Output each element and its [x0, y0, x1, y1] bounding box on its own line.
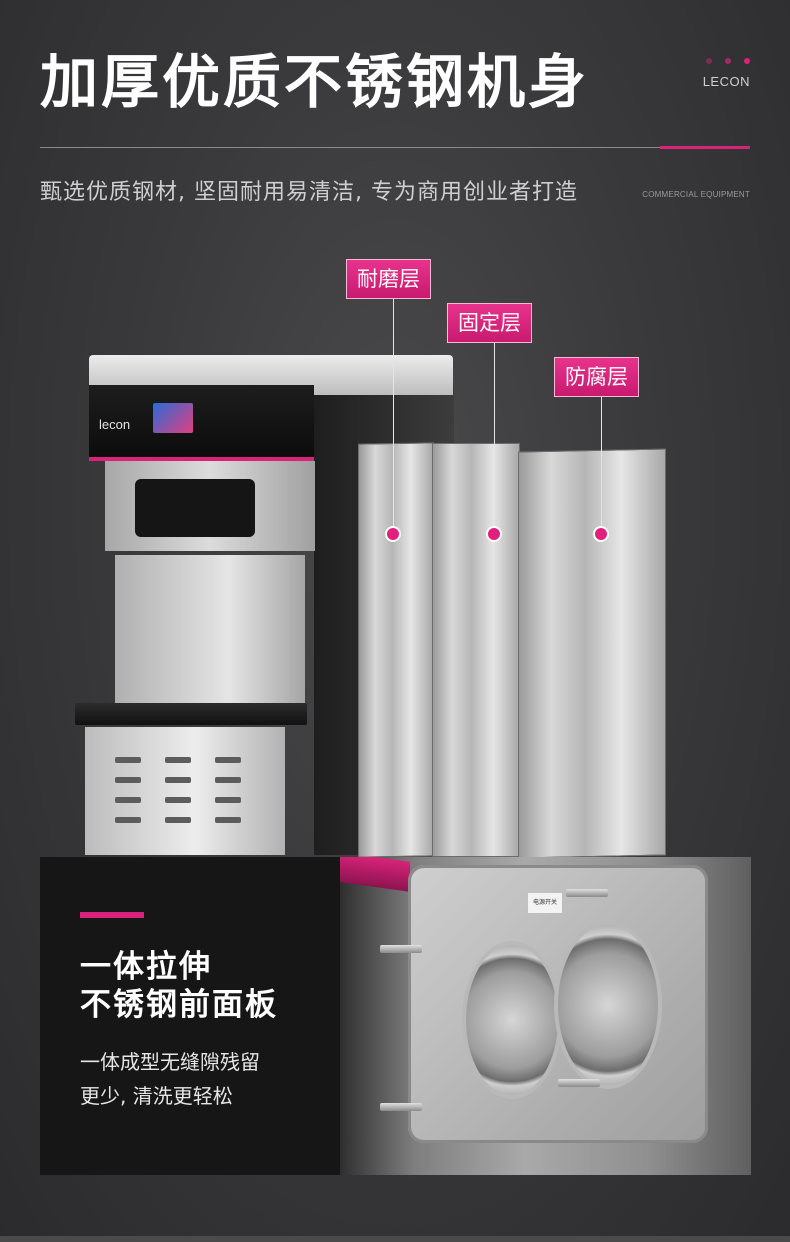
bottom-edge: [0, 1236, 790, 1242]
feature-accent-bar: [80, 912, 144, 918]
header-divider: [40, 147, 750, 148]
leader-line-wear: [393, 299, 394, 527]
front-panel-photo: 电源开关: [340, 857, 751, 1175]
machine-drip-tray: [75, 703, 307, 725]
bolt: [380, 1103, 422, 1111]
vent-slot: [215, 757, 241, 763]
vent-slot: [165, 777, 191, 783]
vent-slot: [115, 757, 141, 763]
marker-dot-fixing: [486, 526, 502, 542]
tag-wear-layer: 耐磨层: [346, 259, 431, 299]
machine-logo: lecon: [99, 417, 131, 432]
marker-dot-wear: [385, 526, 401, 542]
tag-fixing-layer: 固定层: [447, 303, 532, 343]
feature-card: 电源开关 一体拉伸 不锈钢前面板 一体成型无缝隙残留 更少, 清洗更轻松: [40, 857, 751, 1175]
header-divider-accent: [660, 146, 750, 149]
steel-panel-fixing-layer: [432, 443, 520, 857]
power-switch-sticker: 电源开关: [528, 893, 562, 913]
machine-pink-trim: [340, 857, 410, 892]
vent-slot: [115, 777, 141, 783]
vent-slot: [215, 817, 241, 823]
machine-display-screen: [153, 403, 193, 433]
tag-anticorrosion-layer: 防腐层: [554, 357, 639, 397]
bolt: [558, 1079, 600, 1087]
machine-dispenser-valves: [135, 479, 255, 537]
bolt: [566, 889, 608, 897]
machine-cabinet: [85, 727, 285, 855]
brand-dots: [706, 58, 750, 68]
steel-panel-wear-layer: [358, 442, 434, 858]
bolt: [380, 945, 422, 953]
brand-logo-text: LECON: [702, 74, 750, 89]
vent-slot: [215, 797, 241, 803]
machine-lower-panel: [115, 555, 305, 705]
marker-dot-anticorrosion: [593, 526, 609, 542]
vent-slot: [165, 817, 191, 823]
page-title: 加厚优质不锈钢机身: [40, 48, 590, 116]
page-subtitle: 甄选优质钢材, 坚固耐用易清洁, 专为商用创业者打造: [40, 180, 578, 205]
leader-line-fixing: [494, 343, 495, 527]
freezing-cylinder-porthole-right: [558, 925, 658, 1085]
subtitle-english: COMMERCIAL EQUIPMENT: [642, 190, 750, 199]
steel-panel-anticorrosion-layer: [518, 448, 666, 859]
feature-heading-line1: 一体拉伸: [80, 949, 212, 985]
vent-slot: [115, 797, 141, 803]
vent-slot: [165, 797, 191, 803]
feature-heading-line2: 不锈钢前面板: [80, 987, 278, 1023]
vent-slot: [215, 777, 241, 783]
feature-desc-line2: 更少, 清洗更轻松: [80, 1084, 233, 1108]
feature-desc-line1: 一体成型无缝隙残留: [80, 1050, 260, 1074]
leader-line-anticorrosion: [601, 397, 602, 527]
vent-slot: [115, 817, 141, 823]
stainless-front-plate: 电源开关: [408, 865, 708, 1143]
vent-slot: [165, 757, 191, 763]
freezing-cylinder-porthole-left: [466, 945, 558, 1095]
machine-control-head: [89, 385, 314, 461]
